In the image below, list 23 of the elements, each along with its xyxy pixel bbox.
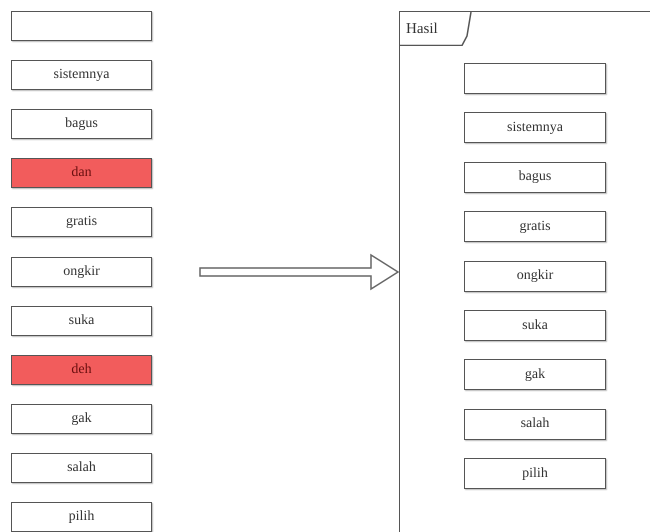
word-box: ongkir <box>11 256 152 286</box>
word-box: gak <box>11 404 152 434</box>
block-arrow <box>199 254 400 290</box>
result-frame <box>399 11 650 532</box>
word-box: deh <box>11 354 152 385</box>
empty-box <box>11 11 152 41</box>
word-box: sistemnya <box>464 112 606 144</box>
word-box: sistemnya <box>11 60 152 90</box>
word-box: gratis <box>11 207 152 238</box>
word-box: pilih <box>11 502 152 532</box>
word-box: bagus <box>11 109 152 140</box>
word-box: bagus <box>464 162 606 193</box>
word-box: salah <box>464 408 606 440</box>
word-box: ongkir <box>464 260 606 292</box>
word-box: salah <box>11 452 152 483</box>
word-box: suka <box>11 306 152 336</box>
empty-box <box>464 63 606 94</box>
word-box: gratis <box>464 211 606 242</box>
frame-tab: Hasil <box>400 12 472 46</box>
word-box: pilih <box>464 458 606 490</box>
word-box: gak <box>464 359 606 390</box>
word-box: dan <box>11 158 152 188</box>
word-box: suka <box>464 310 606 341</box>
